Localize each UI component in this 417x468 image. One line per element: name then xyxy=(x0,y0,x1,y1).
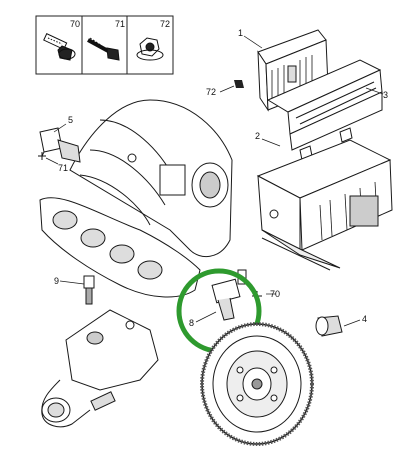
screw-71-marker xyxy=(38,152,46,160)
callout-4: 4 xyxy=(362,314,367,324)
ecu-bracket xyxy=(266,59,383,161)
callout-1: 1 xyxy=(238,28,243,38)
sensor-4 xyxy=(315,315,343,337)
thermostat-housing xyxy=(41,309,159,428)
legend-number-71: 71 xyxy=(115,19,125,29)
callout-8: 8 xyxy=(189,318,194,328)
callout-5: 5 xyxy=(68,115,73,125)
ecu-module xyxy=(257,29,329,112)
screw-icon xyxy=(87,37,120,61)
callout-3: 3 xyxy=(383,90,388,100)
flanged-nut-icon xyxy=(136,37,164,61)
flanged-bolt-icon xyxy=(43,33,76,61)
callout-70: 70 xyxy=(270,289,280,299)
sensor-5 xyxy=(39,127,81,163)
ecu-tray xyxy=(256,139,393,271)
fastener-legend: 70 71 72 xyxy=(35,15,174,75)
legend-number-72: 72 xyxy=(160,19,170,29)
callouts: 1 3 72 2 5 71 9 70 8 4 xyxy=(54,28,388,328)
callout-9: 9 xyxy=(54,276,59,286)
intake-manifold xyxy=(39,99,233,298)
nut-72-marker xyxy=(234,80,244,88)
leader-lines xyxy=(45,35,384,327)
flywheel xyxy=(200,322,314,446)
temperature-sensor xyxy=(83,275,95,305)
callout-71: 71 xyxy=(58,163,68,173)
callout-72: 72 xyxy=(206,87,216,97)
callout-2: 2 xyxy=(255,131,260,141)
legend-number-70: 70 xyxy=(70,19,80,29)
